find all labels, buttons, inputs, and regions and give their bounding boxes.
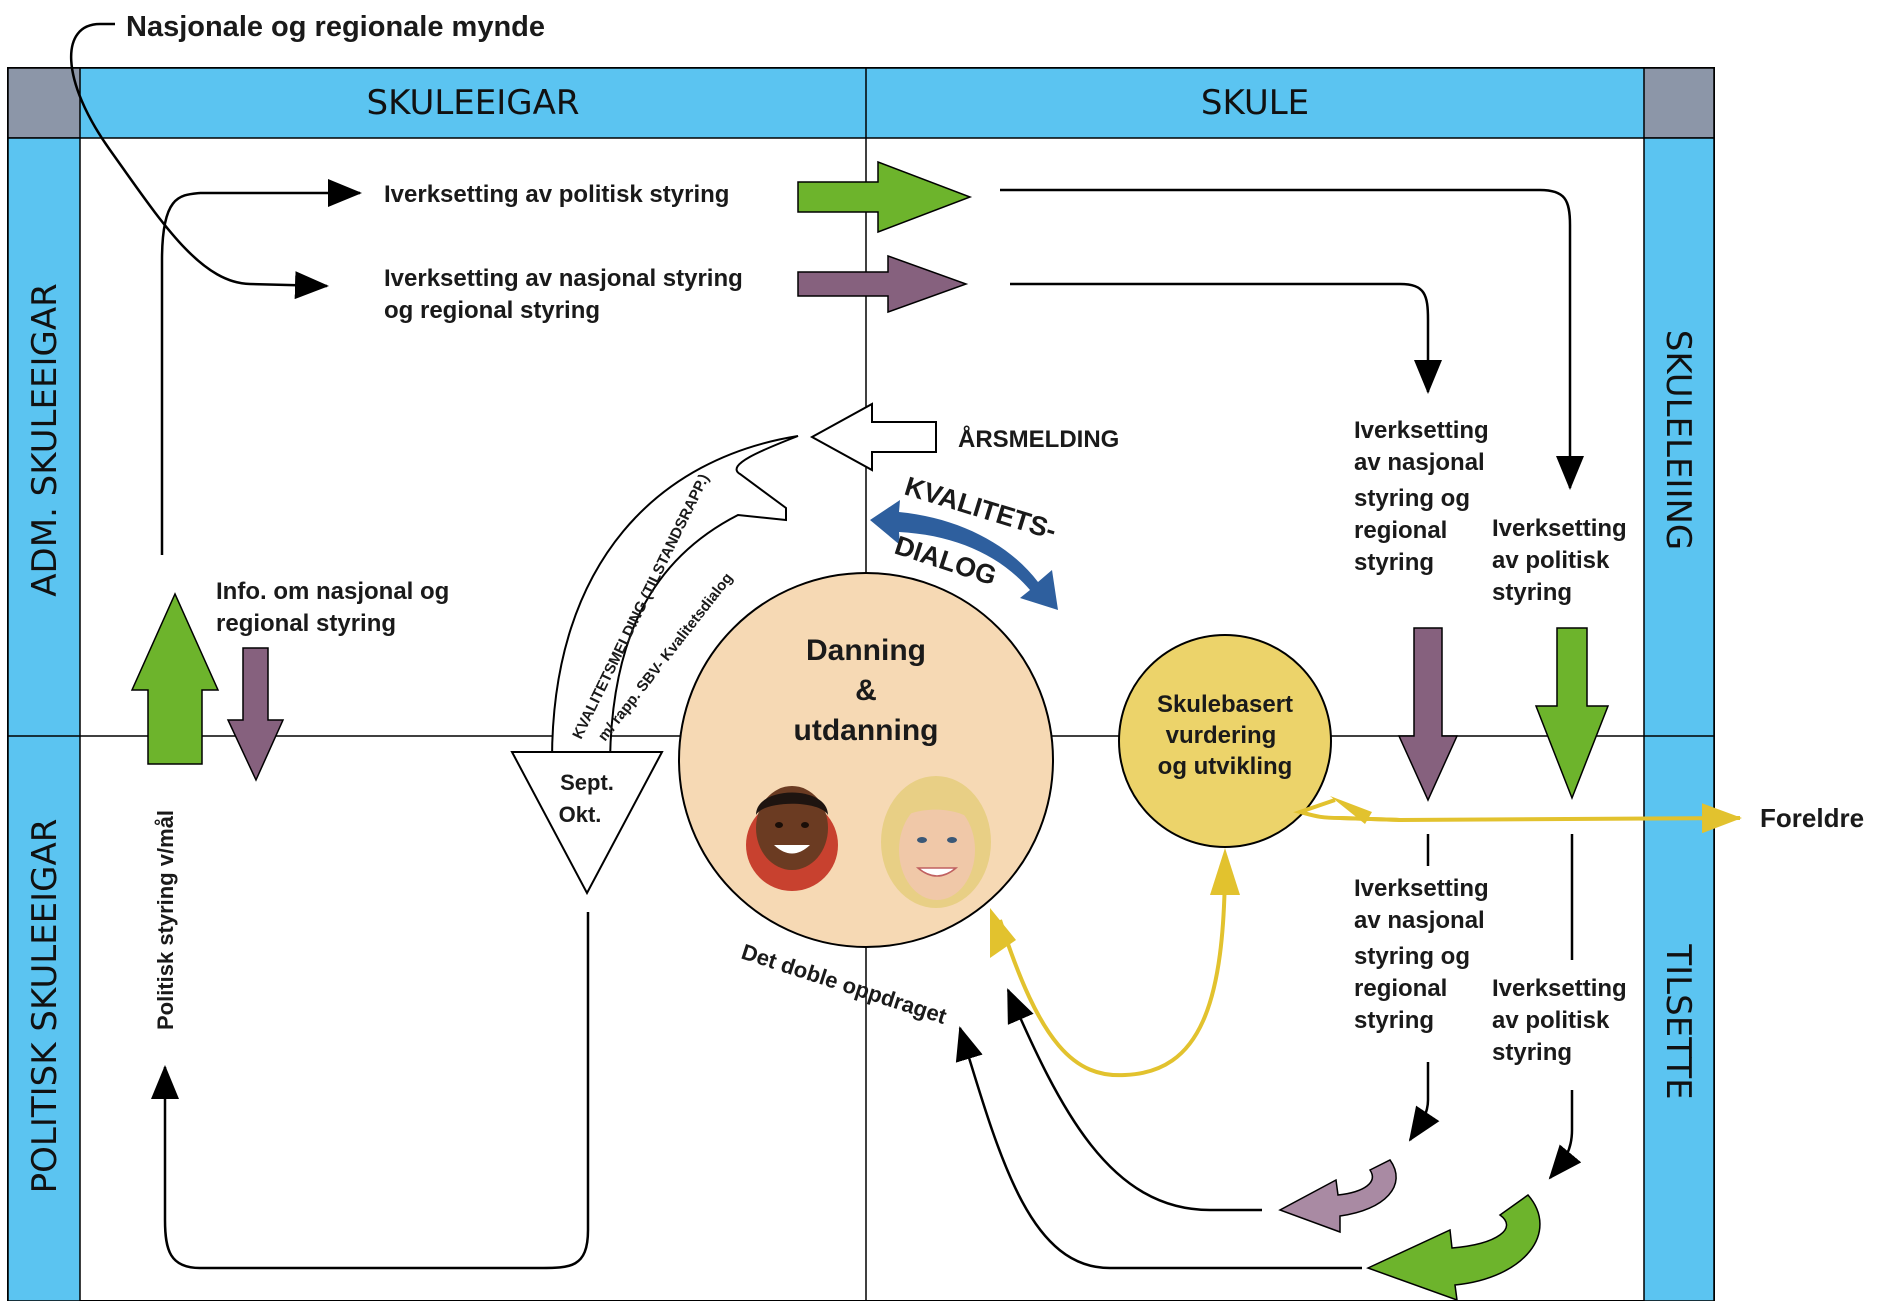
right-national-text-lower: Iverksetting av nasjonal styring og regi… [1354, 875, 1489, 1034]
rn-lower-4: regional [1354, 975, 1447, 1002]
rp-upper-2: av politisk [1492, 547, 1610, 574]
header-bar [7, 67, 1715, 139]
core-label-1: Danning [806, 634, 926, 667]
impl-national-label-1: Iverksetting av nasjonal styring [384, 265, 743, 292]
left-side-bar [7, 137, 81, 1301]
purple-right-arrow [797, 254, 969, 314]
school-eval-label-3: og utvikling [1158, 753, 1293, 780]
header-skule: SKULE [1201, 83, 1309, 123]
rn-upper-2: av nasjonal [1354, 449, 1485, 476]
political-flow-line-up [160, 179, 362, 555]
rp-upper-3: styring [1492, 579, 1572, 606]
authorities-flow-line [70, 22, 329, 300]
school-eval-circle [1118, 634, 1332, 848]
right-side-bar [1643, 137, 1715, 1301]
green-right-arrow [797, 160, 973, 234]
core-label-2: & [855, 674, 877, 707]
eval-feedback-line [998, 859, 1227, 1078]
purple-curved-arrow [1278, 1159, 1397, 1234]
rn-upper-1: Iverksetting [1354, 417, 1489, 444]
quality-report-curved-arrow [550, 435, 799, 761]
side-skuleleiing: SKULELEIING [1658, 330, 1698, 551]
rp-lower-2: av politisk [1492, 1007, 1610, 1034]
side-politisk-skuleeigar: POLITISK SKULEEIGAR [25, 819, 65, 1194]
rn-lower-2: av nasjonal [1354, 907, 1485, 934]
right-political-text-upper: Iverksetting av politisk styring [1492, 515, 1627, 606]
sept-okt-triangle [510, 751, 664, 896]
parents-line-left [1293, 798, 1401, 822]
header-skuleeigar: SKULEEIGAR [366, 83, 579, 123]
info-label-2: regional styring [216, 610, 396, 637]
political-flow-line-right [1000, 188, 1584, 490]
sept-label: Sept. [560, 770, 614, 795]
school-eval-label-2: vurdering [1166, 722, 1277, 749]
right-political-text-lower: Iverksetting av politisk styring [1492, 975, 1627, 1066]
national-authorities-label: Nasjonale og regionale mynde [126, 11, 545, 43]
political-goal-label: Politisk styring v/mål [153, 810, 178, 1030]
parents-label: Foreldre [1760, 803, 1864, 833]
corner-right [1643, 67, 1715, 139]
parents-arrowhead-left [1330, 796, 1372, 824]
national-flow-line-right [1010, 282, 1442, 394]
green-down-arrow-right [1534, 627, 1610, 801]
rn-upper-5: styring [1354, 549, 1434, 576]
quality-dialog-arrow [870, 500, 1058, 610]
rp-lower-1: Iverksetting [1492, 975, 1627, 1002]
annual-report-arrow [809, 402, 937, 472]
rp-upper-1: Iverksetting [1492, 515, 1627, 542]
rn-upper-3: styring og [1354, 485, 1470, 512]
teacher-photo [881, 776, 991, 908]
green-up-arrow [130, 592, 220, 765]
impl-political-label: Iverksetting av politisk styring [384, 181, 729, 208]
core-label-3: utdanning [794, 714, 939, 747]
rn-lower-5: styring [1354, 1007, 1434, 1034]
report-return-line [151, 912, 590, 1270]
school-eval-label-1: Skulebasert [1157, 691, 1293, 718]
national-flow-down [1408, 1062, 1440, 1142]
right-national-text-upper: Iverksetting av nasjonal styring og regi… [1354, 417, 1489, 576]
info-label-1: Info. om nasjonal og [216, 578, 449, 605]
purple-down-arrow-left [226, 647, 285, 782]
annual-report-label: ÅRSMELDING [958, 425, 1119, 453]
parents-line [1339, 803, 1742, 834]
political-flow-down [1548, 1090, 1582, 1180]
core-circle [678, 572, 1054, 948]
side-adm-skuleeigar: ADM. SKULEEIGAR [25, 283, 65, 596]
eval-arrowhead-up [1210, 848, 1240, 895]
green-curved-arrow [1366, 1193, 1541, 1301]
corner-left [7, 67, 81, 139]
core-arrowhead-yellow [990, 908, 1016, 958]
side-tilsette: TILSETTE [1658, 943, 1698, 1099]
national-return-line [1006, 988, 1262, 1212]
rn-lower-3: styring og [1354, 943, 1470, 970]
rn-upper-4: regional [1354, 517, 1447, 544]
student-photo [746, 786, 838, 891]
political-return-line [955, 1026, 1362, 1270]
okt-label: Okt. [559, 802, 602, 827]
rp-lower-3: styring [1492, 1039, 1572, 1066]
purple-down-arrow-right [1397, 627, 1459, 802]
rn-lower-1: Iverksetting [1354, 875, 1489, 902]
impl-national-label-2: og regional styring [384, 297, 600, 324]
